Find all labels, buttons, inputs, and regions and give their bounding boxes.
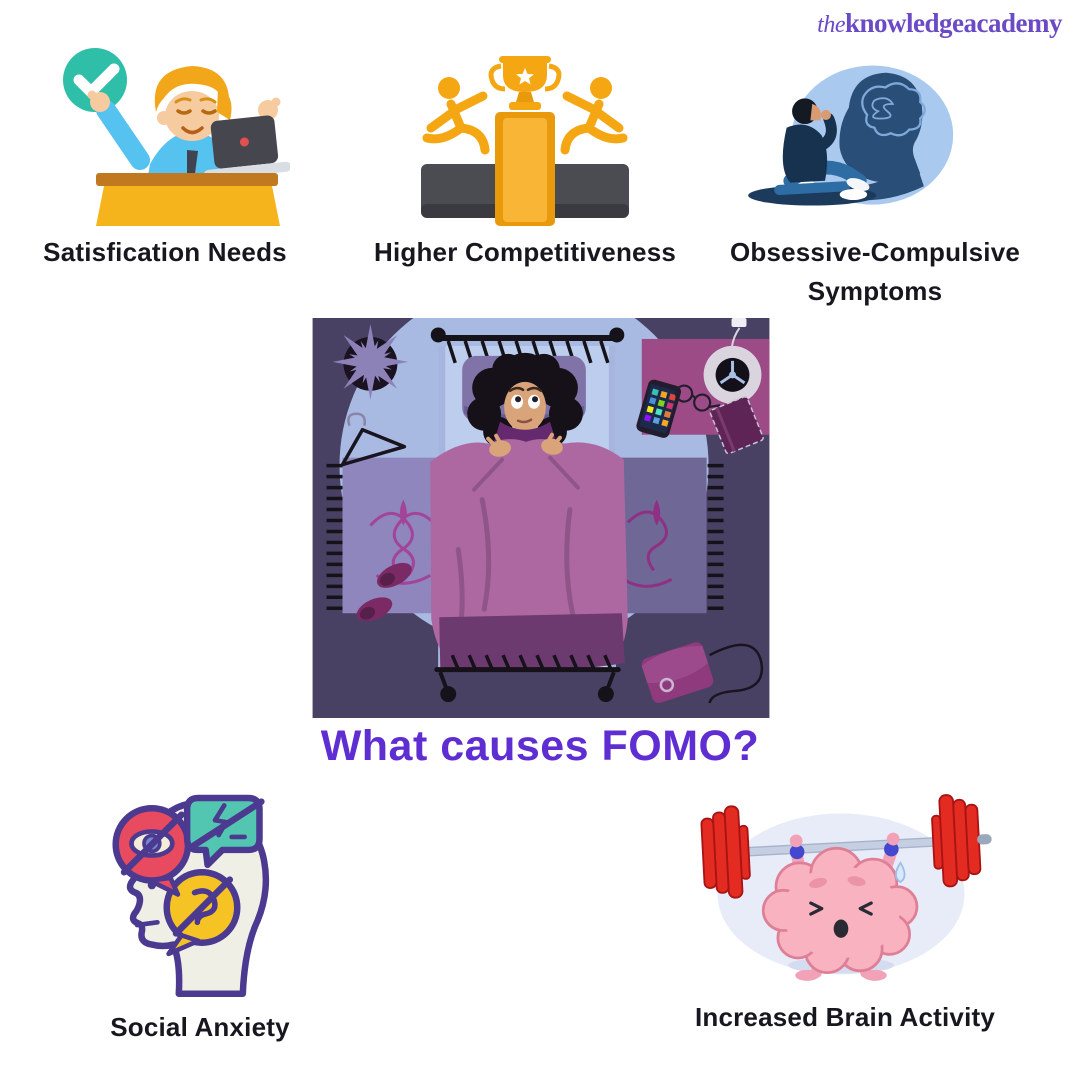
cause-item-increased-brain-activity (690, 775, 992, 990)
brain-lifting-barbell-icon (700, 794, 992, 981)
cause-label-satisfication-needs: Satisfication Needs (43, 237, 287, 267)
cause-label-social-anxiety: Social Anxiety (110, 1012, 290, 1042)
trophy-race-icon (421, 56, 629, 226)
desk-worker-checkmark-icon (63, 48, 290, 226)
cause-label-higher-competitiveness: Higher Competitiveness (373, 237, 677, 267)
cause-item-higher-competitiveness (395, 48, 655, 228)
logo-knowledge: knowledge (844, 8, 964, 38)
page-title: What causes FOMO? (320, 722, 760, 770)
center-illustration (312, 318, 770, 718)
cause-label-increased-brain-activity: Increased Brain Activity (694, 1002, 996, 1032)
cause-label-obsessive-compulsive: Obsessive-Compulsive Symptoms (729, 237, 1021, 306)
woman-awake-in-bed-illustration (312, 318, 770, 718)
cause-item-obsessive-compulsive (737, 60, 957, 211)
logo-academy: academy (963, 8, 1063, 38)
brand-logo: theknowledgeacademy (817, 8, 1062, 39)
head-blocked-senses-icon (112, 794, 270, 997)
stressed-person-brain-icon (748, 65, 954, 206)
cause-item-satisfication-needs (40, 42, 290, 227)
cause-item-social-anxiety (85, 785, 280, 1003)
logo-the: the (817, 12, 845, 38)
